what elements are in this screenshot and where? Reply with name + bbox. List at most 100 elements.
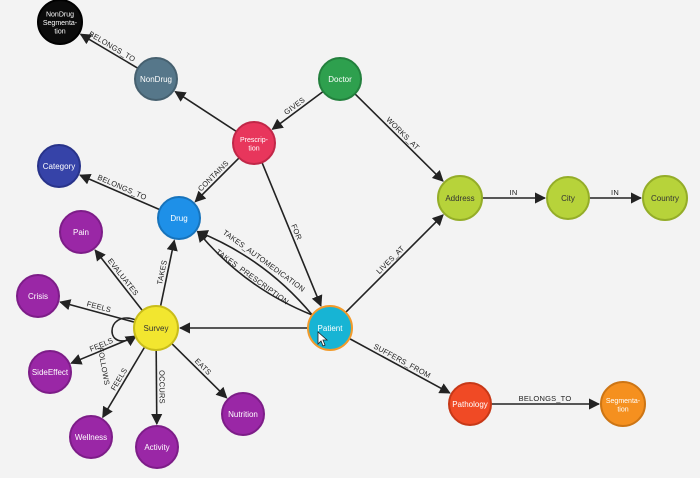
edge-city-country[interactable]: IN (589, 188, 643, 204)
edge-line (194, 157, 240, 203)
node-label: SideEffect (32, 368, 69, 377)
node-label: Address (445, 194, 474, 203)
node-circle[interactable] (37, 144, 81, 188)
node-label: City (561, 194, 575, 203)
edge-line (348, 337, 451, 394)
edge-line (79, 174, 161, 211)
node-label: Survey (144, 324, 169, 333)
node-label: Country (651, 194, 679, 203)
node-survey[interactable]: Survey (133, 305, 179, 351)
node-label: Drug (170, 214, 187, 223)
edge-doctor-prescription[interactable]: GIVES (271, 90, 324, 130)
edge-label: EVALUATES (106, 257, 141, 298)
node-circle[interactable] (28, 350, 72, 394)
edge-line (174, 90, 237, 133)
edge-line (354, 93, 444, 182)
edge-label: OCCURS (157, 370, 166, 404)
edge-survey-drug[interactable]: TAKES (155, 239, 178, 307)
node-circle[interactable] (69, 415, 113, 459)
edge-label: BELONGS_TO (87, 29, 137, 64)
edge-label: WORKS_AT (384, 115, 421, 152)
node-circle[interactable] (318, 57, 362, 101)
node-patient[interactable]: Patient (307, 305, 353, 351)
edge-line (111, 317, 137, 347)
node-circle[interactable] (134, 57, 178, 101)
edge-patient-address[interactable]: LIVES_AT (344, 214, 444, 314)
node-address[interactable]: Address (437, 175, 483, 221)
node-circle[interactable] (642, 175, 688, 221)
edge-prescription-nondrug[interactable] (174, 90, 237, 133)
edge-doctor-address[interactable]: WORKS_AT (354, 93, 444, 182)
node-label: Prescrip-tion (240, 137, 269, 153)
edge-line (171, 342, 228, 399)
edge-label: BELONGS_TO (96, 173, 148, 202)
edge-prescription-patient[interactable]: FOR (261, 162, 323, 307)
edge-label: FOLLOWS (96, 347, 111, 386)
edge-label: IN (611, 188, 619, 197)
node-label: Activity (144, 443, 169, 452)
node-circle[interactable] (600, 381, 646, 427)
mouse-cursor-icon (317, 331, 329, 347)
node-circle[interactable] (437, 175, 483, 221)
node-circle[interactable] (37, 0, 83, 45)
node-doctor[interactable]: Doctor (318, 57, 362, 101)
edge-survey-nutrition[interactable]: EATS (171, 342, 228, 399)
node-city[interactable]: City (546, 176, 590, 220)
node-circle[interactable] (133, 305, 179, 351)
node-drug[interactable]: Drug (157, 196, 201, 240)
node-label: Patient (318, 324, 344, 333)
edge-line (344, 214, 444, 314)
edge-line (79, 33, 139, 69)
node-circle[interactable] (157, 196, 201, 240)
edge-patient-pathology[interactable]: SUFFERS_FROM (348, 337, 451, 394)
edge-survey-activity[interactable]: OCCURS (151, 349, 167, 426)
node-pathology[interactable]: Pathology (448, 382, 492, 426)
node-label: Category (43, 162, 75, 171)
node-prescription[interactable]: Prescrip-tion (232, 121, 276, 165)
node-label: Doctor (328, 75, 352, 84)
edge-survey-pain[interactable]: EVALUATES (94, 249, 144, 312)
edge-line (196, 230, 313, 316)
node-activity[interactable]: Activity (135, 425, 179, 469)
node-label: Nutrition (228, 410, 258, 419)
edge-drug-category[interactable]: BELONGS_TO (79, 173, 161, 211)
edge-line (196, 230, 313, 316)
node-nutrition[interactable]: Nutrition (221, 392, 265, 436)
edge-line (102, 346, 146, 419)
edge-pathology-segmentation[interactable]: BELONGS_TO (491, 394, 601, 410)
edge-label: SUFFERS_FROM (372, 342, 432, 380)
node-circle[interactable] (221, 392, 265, 436)
node-circle[interactable] (448, 382, 492, 426)
edge-line (159, 239, 178, 307)
edge-label: IN (510, 188, 518, 197)
edge-line (151, 349, 163, 426)
edge-line (261, 162, 323, 307)
node-country[interactable]: Country (642, 175, 688, 221)
edge-address-city[interactable]: IN (482, 188, 547, 204)
node-wellness[interactable]: Wellness (69, 415, 113, 459)
node-circle[interactable] (59, 210, 103, 254)
node-circle[interactable] (135, 425, 179, 469)
node-label: Wellness (75, 433, 107, 442)
node-label: NonDrug (140, 75, 172, 84)
edge-line (94, 249, 144, 312)
node-circle[interactable] (546, 176, 590, 220)
edge-label: LIVES_AT (374, 244, 406, 276)
edge-nondrug-nondrug_seg[interactable]: BELONGS_TO (79, 29, 139, 69)
node-circle[interactable] (232, 121, 276, 165)
node-pain[interactable]: Pain (59, 210, 103, 254)
edge-label: BELONGS_TO (519, 394, 572, 403)
node-nondrug[interactable]: NonDrug (134, 57, 178, 101)
node-label: Crisis (28, 292, 48, 301)
node-category[interactable]: Category (37, 144, 81, 188)
node-sideeffect[interactable]: SideEffect (28, 350, 72, 394)
node-circle[interactable] (16, 274, 60, 318)
node-label: Segmenta-tion (606, 398, 641, 414)
edge-prescription-drug[interactable]: CONTAINS (194, 157, 240, 203)
node-crisis[interactable]: Crisis (16, 274, 60, 318)
node-segmentation[interactable]: Segmenta-tion (600, 381, 646, 427)
